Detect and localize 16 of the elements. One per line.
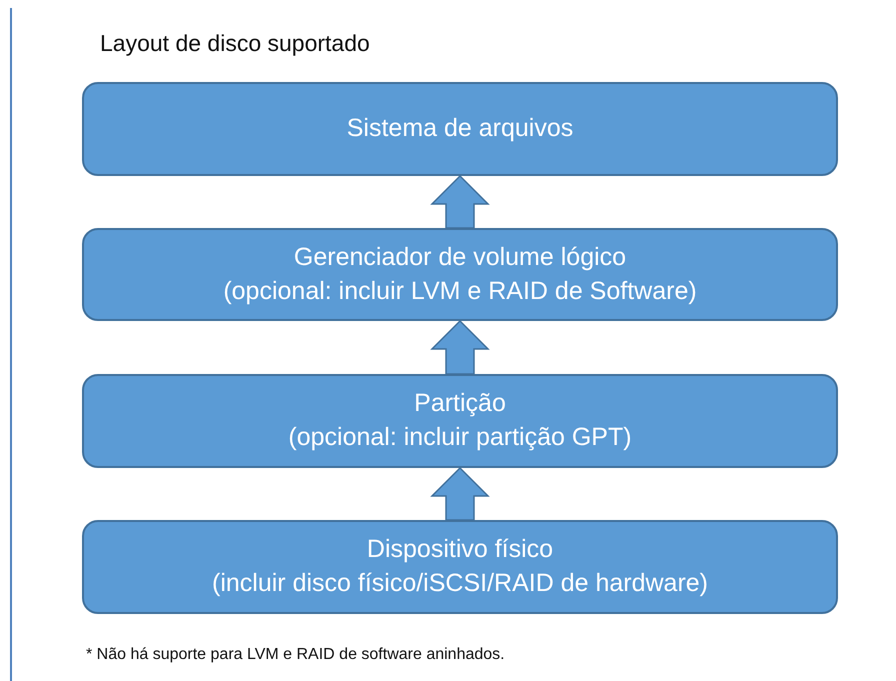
footnote: * Não há suporte para LVM e RAID de software aninhados. bbox=[86, 646, 505, 664]
diagram-title: Layout de disco suportado bbox=[100, 30, 370, 57]
box-heading: Partição bbox=[414, 388, 506, 420]
block-arrow bbox=[430, 466, 490, 521]
box-heading: Dispositivo físico bbox=[366, 534, 554, 566]
process-box bbox=[82, 82, 838, 176]
process-box bbox=[82, 520, 838, 614]
process-box bbox=[82, 228, 838, 321]
process-box bbox=[82, 374, 838, 468]
block-arrow bbox=[430, 320, 490, 375]
box-note: (opcional: incluir LVM e RAID de Software) bbox=[223, 276, 697, 306]
box-heading: Sistema de arquivos bbox=[346, 113, 574, 144]
box-note: (incluir disco físico/iSCSI/RAID de hardware) bbox=[212, 568, 708, 599]
box-heading: Gerenciador de volume lógico bbox=[294, 242, 626, 273]
block-arrow bbox=[430, 174, 490, 229]
box-note: (opcional: incluir partição GPT) bbox=[288, 422, 632, 453]
